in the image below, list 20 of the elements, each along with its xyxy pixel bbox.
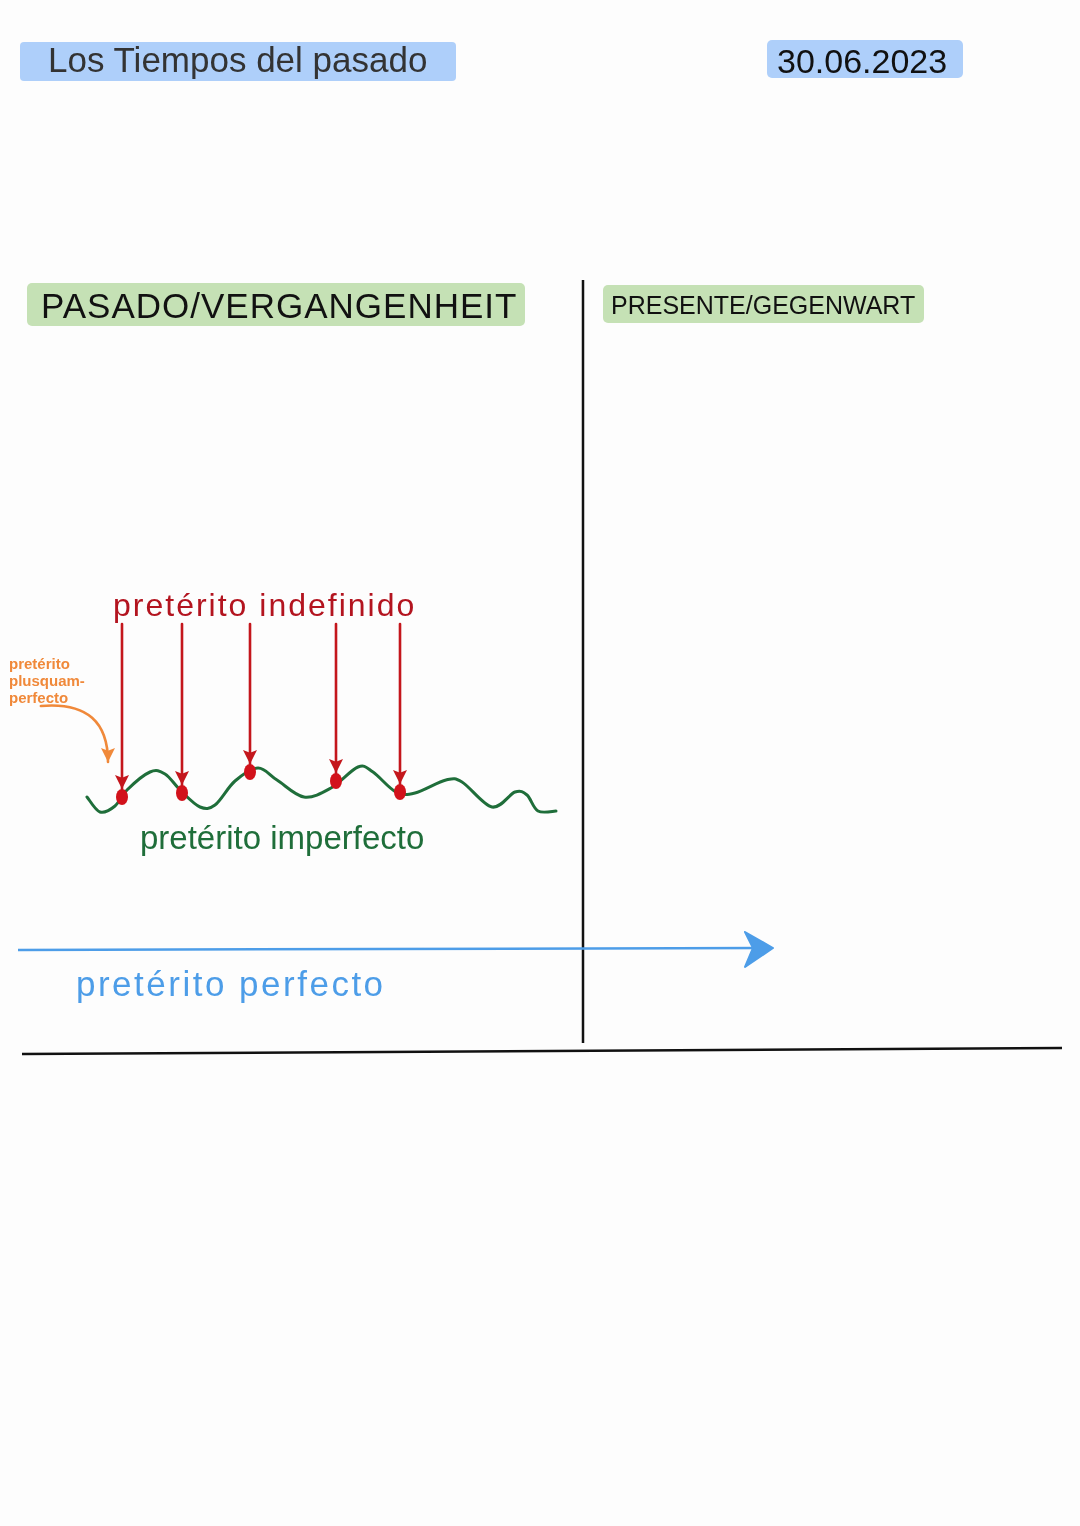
- event-dot: [176, 785, 188, 801]
- arrow: [39, 704, 115, 764]
- arrow: [329, 622, 343, 775]
- event-dot: [330, 773, 342, 789]
- event-dot: [394, 784, 406, 800]
- event-dot: [116, 789, 128, 805]
- event-dot: [244, 764, 256, 780]
- arrow: [243, 622, 257, 766]
- arrow: [393, 622, 407, 786]
- tense-label: pretérito imperfecto: [140, 818, 425, 858]
- page-title: Los Tiempos del pasado: [20, 42, 457, 81]
- wavy-line: [84, 762, 560, 817]
- column-heading: PASADO/VERGANGENHEIT: [27, 283, 526, 326]
- arrow: [115, 622, 129, 791]
- column-heading: PRESENTE/GEGENWART: [603, 285, 925, 323]
- tense-label: pretérito indefinido: [113, 586, 417, 624]
- date: 30.06.2023: [767, 40, 964, 78]
- arrow: [175, 622, 189, 787]
- tense-label: pretérito plusquam-perfecto: [9, 655, 85, 706]
- tense-label: pretérito perfecto: [76, 963, 386, 1005]
